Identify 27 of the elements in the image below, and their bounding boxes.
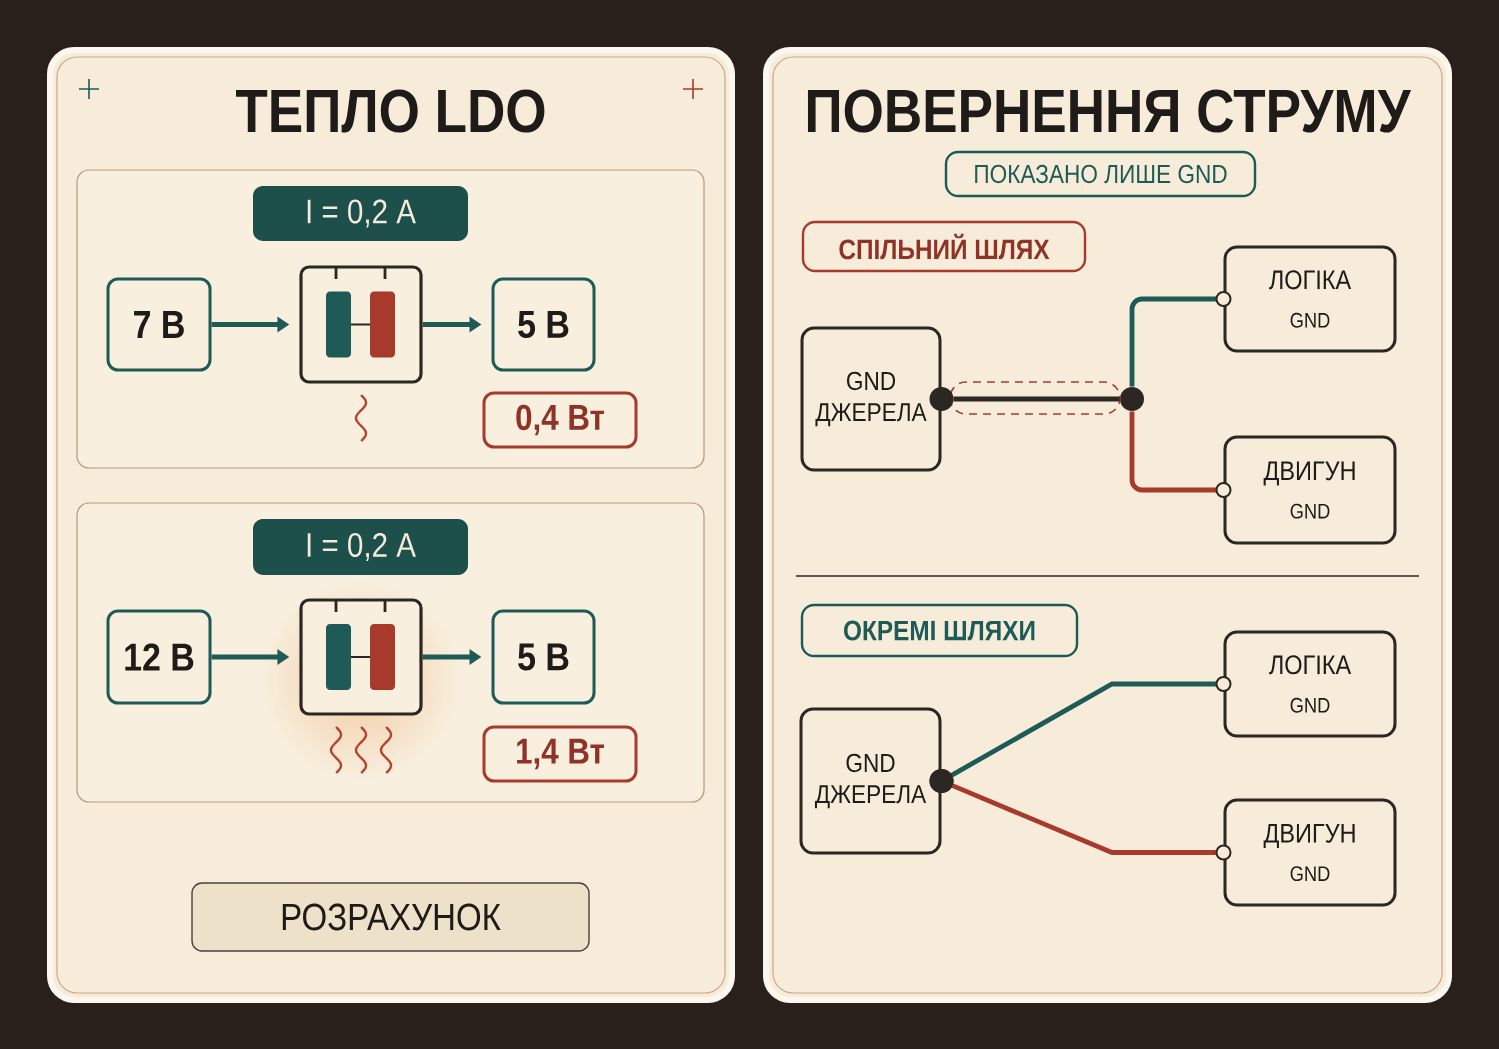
- shared-wire: [929, 387, 1120, 411]
- load-box: ЛОГІКА GND: [1223, 245, 1397, 353]
- load-box: ДВИГУН GND: [1223, 798, 1397, 907]
- source-box: GND ДЖЕРЕЛА: [800, 326, 942, 472]
- voltage-box: 7 В: [106, 277, 212, 372]
- load-box: ДВИГУН GND: [1223, 435, 1397, 545]
- section-tag: ОКРЕМІ ШЛЯХИ: [800, 603, 1079, 658]
- calculate-button: РОЗРАХУНОК: [191, 882, 590, 952]
- section-tag: СПІЛЬНИЙ ШЛЯХ: [801, 220, 1087, 273]
- section-tag: ПОКАЗАНО ЛИШЕ GND: [944, 150, 1257, 198]
- voltage-box: 5 В: [491, 277, 596, 372]
- load-box: ЛОГІКА GND: [1223, 630, 1397, 738]
- regulator-symbol: [299, 598, 423, 716]
- ground-wire: [1129, 411, 1232, 498]
- power-badge: 1,4 Вт: [482, 725, 638, 783]
- ground-wire: [1129, 291, 1232, 387]
- junction-dot: [1120, 387, 1144, 411]
- voltage-box: 12 В: [106, 609, 212, 705]
- current-badge: I = 0,2 А: [253, 519, 468, 575]
- current-badge: I = 0,2 А: [253, 186, 468, 241]
- power-badge: 0,4 Вт: [482, 391, 638, 449]
- voltage-box: 5 В: [491, 609, 596, 705]
- panel-title: ПОВЕРНЕННЯ СТРУМУ: [807, 89, 1412, 133]
- regulator-symbol: [299, 265, 423, 384]
- source-box: GND ДЖЕРЕЛА: [799, 707, 942, 855]
- ground-wire: [929, 769, 1232, 861]
- panel-title: ТЕПЛО LDO: [236, 89, 545, 133]
